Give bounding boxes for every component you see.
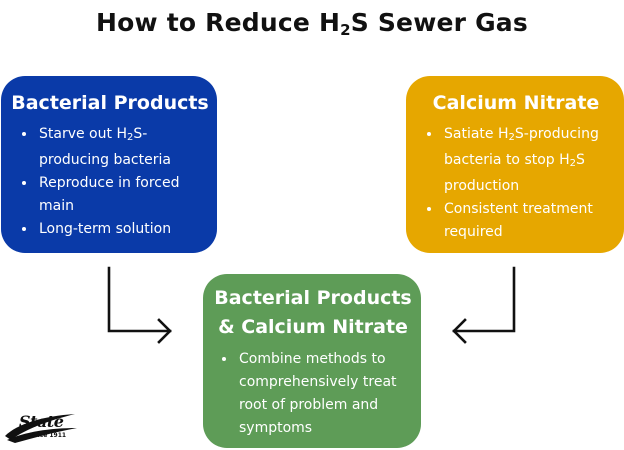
combined-approach-heading: Bacterial Products& Calcium Nitrate bbox=[214, 287, 412, 338]
calcium-item-satiate: Satiate H2S-producing bacteria to stop H… bbox=[442, 123, 616, 198]
logo-wordmark: State bbox=[19, 412, 64, 431]
right-arrowhead bbox=[452, 318, 467, 344]
combined-approach-box: Bacterial Products& Calcium Nitrate Comb… bbox=[203, 274, 421, 448]
right-connector-arrow bbox=[452, 266, 516, 333]
bacterial-products-list: Starve out H2S-producing bacteria Reprod… bbox=[11, 123, 209, 241]
bacterial-products-heading: Bacterial Products bbox=[11, 92, 209, 114]
calcium-nitrate-box: Calcium Nitrate Satiate H2S-producing ba… bbox=[406, 76, 624, 253]
combined-item-combine: Combine methods to comprehensively treat… bbox=[237, 348, 415, 440]
calcium-nitrate-list: Satiate H2S-producing bacteria to stop H… bbox=[416, 123, 616, 244]
calcium-nitrate-heading: Calcium Nitrate bbox=[432, 92, 600, 114]
logo-tagline: Since 1911 bbox=[29, 432, 67, 439]
bacterial-products-box: Bacterial Products Starve out H2S-produc… bbox=[1, 76, 217, 253]
state-swoosh-icon bbox=[5, 414, 77, 443]
bacterial-item-starve: Starve out H2S-producing bacteria bbox=[37, 123, 209, 172]
left-arrowhead bbox=[157, 318, 172, 344]
bacterial-item-long-term: Long-term solution bbox=[37, 218, 209, 241]
bacterial-item-reproduce: Reproduce in forced main bbox=[37, 172, 209, 218]
diagram-title: How to Reduce H2S Sewer Gas bbox=[96, 8, 528, 39]
left-connector-arrow bbox=[107, 266, 172, 333]
calcium-item-consistent: Consistent treatment required bbox=[442, 198, 616, 244]
combined-approach-list: Combine methods to comprehensively treat… bbox=[211, 348, 415, 440]
state-logo: State Since 1911 bbox=[3, 410, 83, 444]
